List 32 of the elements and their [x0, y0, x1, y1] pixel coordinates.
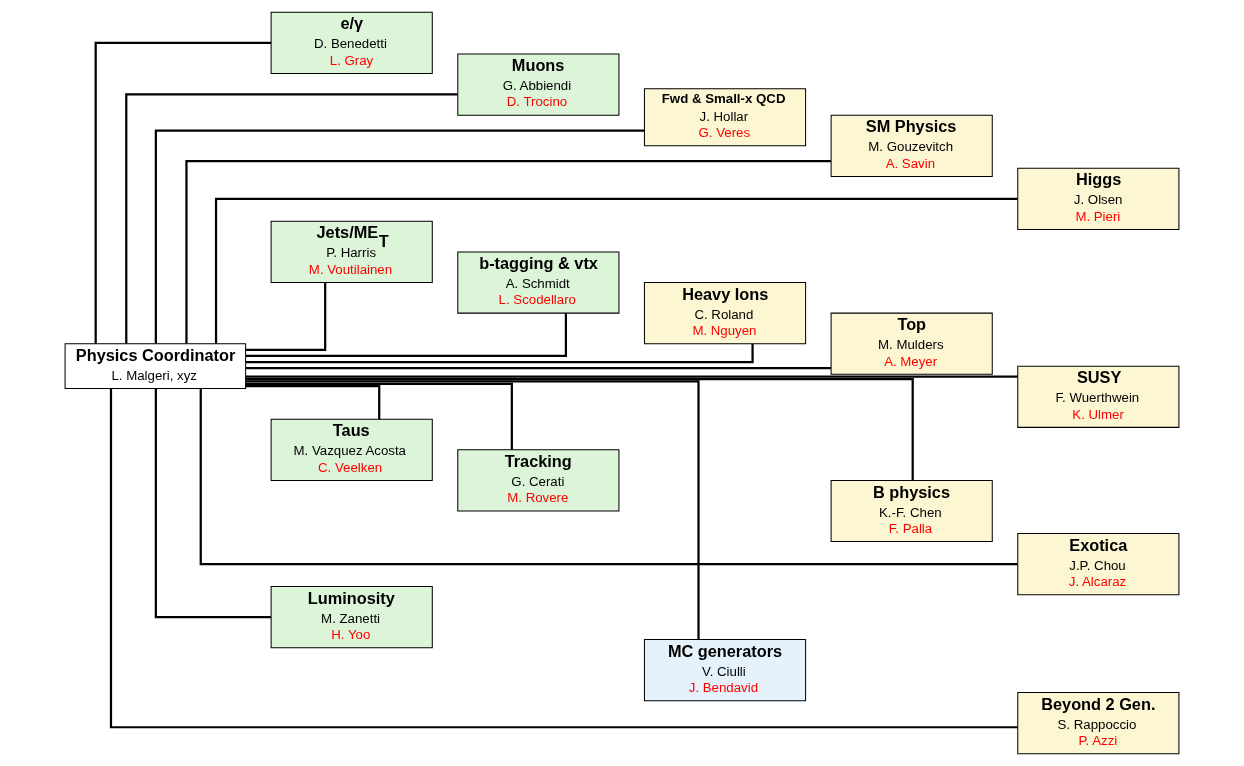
connector: [245, 380, 700, 640]
connector: [199, 388, 1018, 566]
node-box: SUSY F. Wuerthwein K. Ulmer: [1017, 365, 1180, 428]
connector: [94, 41, 272, 344]
connector: [245, 282, 327, 351]
node-box: Tracking G. Cerati M. Rovere: [457, 449, 620, 512]
node-box: Beyond 2 Gen. S. Rappoccio P. Azzi: [1017, 692, 1180, 755]
connector: [245, 375, 1018, 378]
connector: [154, 388, 271, 619]
node-box: Fwd & Small-x QCD J. Hollar G. Veres: [643, 88, 807, 147]
node-box: Taus M. Vazquez Acosta C. Veelken: [270, 418, 433, 481]
node-box: Muons G. Abbiendi D. Trocino: [457, 53, 620, 116]
connector: [245, 313, 567, 358]
connector: [154, 129, 645, 344]
connector: [245, 343, 754, 364]
node-box: Heavy Ions C. Roland M. Nguyen: [643, 282, 807, 345]
node-box: b-tagging & vtx A. Schmidt L. Scodellaro: [457, 251, 620, 314]
node-box: Exotica J.P. Chou J. Alcaraz: [1017, 532, 1180, 596]
node-box: Luminosity M. Zanetti H. Yoo: [270, 586, 433, 649]
node-box: SM Physics M. Gouzevitch A. Savin: [830, 114, 993, 177]
node-box: B physics K.-F. Chen F. Palla: [830, 479, 993, 543]
connector: [245, 385, 381, 420]
connector: [245, 382, 513, 450]
node-box: e/γ D. Benedetti L. Gray: [270, 11, 433, 74]
node-box: Physics Coordinator L. Malgeri, xyz: [64, 343, 247, 390]
node-box: MC generators V. Ciulli J. Bendavid: [643, 639, 807, 702]
connector: [125, 93, 458, 344]
node-box: Higgs J. Olsen M. Pieri: [1017, 167, 1180, 230]
connector: [245, 367, 831, 370]
node-box: Top M. Mulders A. Meyer: [830, 312, 993, 375]
connector: [109, 388, 1018, 729]
connector: [245, 377, 914, 481]
